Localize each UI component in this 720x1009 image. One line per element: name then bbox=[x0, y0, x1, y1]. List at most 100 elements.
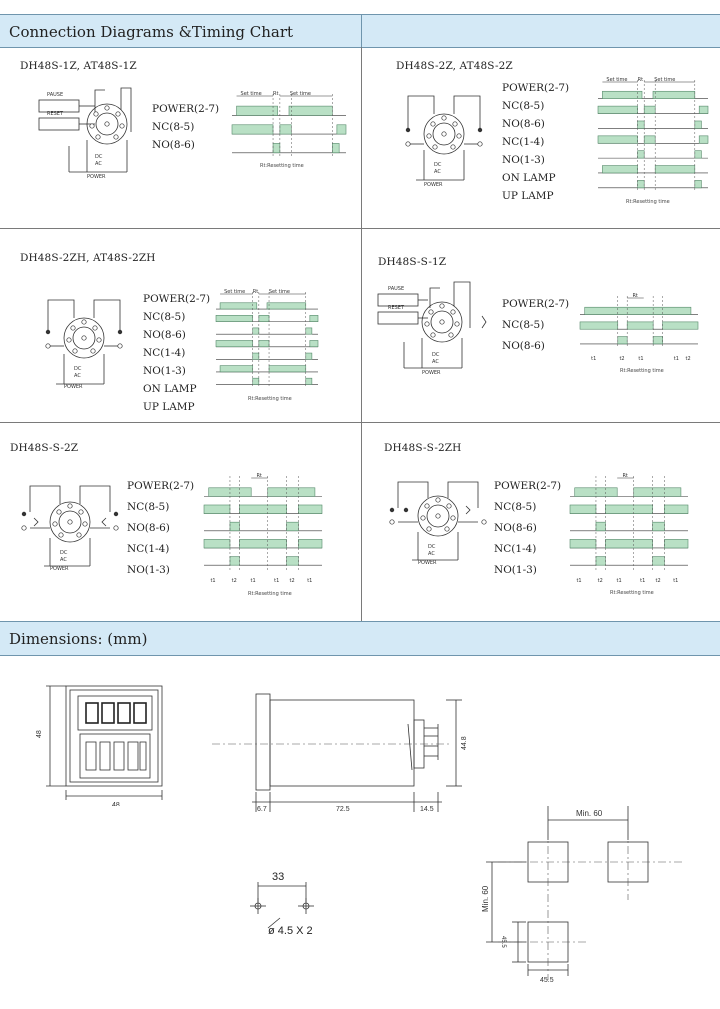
timing-chart: Rt t1 t2 t1 t1 t2 t1 bbox=[569, 473, 689, 584]
rt-label: Rt bbox=[632, 293, 637, 299]
timing-pulse bbox=[579, 321, 619, 330]
timing-pulse bbox=[336, 124, 347, 135]
cutout-width-label: 45.5 bbox=[540, 977, 554, 984]
timing-pulse bbox=[584, 306, 692, 315]
pin-list: POWER(2-7) NC(8-5) NO(8-6) NC(1-4) NO(1-… bbox=[494, 476, 561, 581]
set-time-label: Set time bbox=[654, 77, 675, 83]
side-socket-label: 14.5 bbox=[420, 806, 434, 813]
timing-pulse bbox=[664, 504, 689, 514]
timing-pulse bbox=[637, 120, 645, 129]
ac-label: AC bbox=[74, 373, 81, 379]
side-height-label: 44.8 bbox=[461, 736, 468, 750]
ac-label: AC bbox=[60, 557, 67, 563]
timing-pulse bbox=[597, 105, 638, 114]
rt-label: Rt bbox=[622, 473, 627, 479]
pin-list: POWER(2-7) NC(8-5) NO(8-6) NC(1-4) NO(1-… bbox=[502, 79, 569, 205]
timing-pulse bbox=[637, 180, 645, 189]
timing-pulse bbox=[602, 90, 643, 99]
reset-label: RESET bbox=[388, 305, 405, 311]
panel-min-y-label: Min. 60 bbox=[481, 885, 490, 912]
timing-pulse bbox=[239, 504, 287, 514]
timing-pulse bbox=[694, 150, 702, 159]
power-label: POWER bbox=[422, 370, 441, 376]
power-label: POWER bbox=[418, 560, 437, 566]
interval-label: t2 bbox=[598, 578, 603, 584]
mount-spacing-label: 33 bbox=[272, 871, 284, 883]
timing-pulse bbox=[252, 377, 260, 385]
dc-label: DC bbox=[74, 366, 82, 372]
timing-pulse bbox=[229, 556, 240, 566]
pin-label: NC(1-4) bbox=[127, 543, 170, 555]
wiring-diagram: PAUSE RESET DC AC POWER bbox=[38, 87, 132, 180]
timing-pulse bbox=[258, 340, 270, 348]
timing-pulse bbox=[219, 365, 254, 373]
interval-label: t2 bbox=[656, 578, 661, 584]
interval-label: t2 bbox=[686, 356, 691, 362]
pin-label: POWER(2-7) bbox=[494, 480, 562, 492]
set-time-label: Set time bbox=[290, 91, 311, 97]
power-label: POWER bbox=[87, 174, 106, 180]
ac-label: AC bbox=[432, 359, 439, 365]
pin-list: POWER(2-7) NC(8-5) NO(8-6) bbox=[152, 100, 219, 154]
timing-pulse bbox=[633, 487, 682, 497]
timing-pulse bbox=[643, 135, 656, 144]
mounting-holes-drawing: 33 ø 4.5 X 2 bbox=[250, 871, 314, 937]
resetting-note: Rt:Resetting time bbox=[248, 396, 292, 402]
timing-pulse bbox=[698, 105, 709, 114]
dc-label: DC bbox=[60, 550, 68, 556]
timing-pulse bbox=[305, 327, 313, 335]
resetting-note: Rt:Resetting time bbox=[620, 368, 664, 374]
interval-label: t1 bbox=[576, 578, 581, 584]
pin-label: POWER(2-7) bbox=[143, 293, 211, 305]
set-time-label: Set time bbox=[241, 91, 262, 97]
timing-pulse bbox=[268, 365, 307, 373]
connection-section-header: Connection Diagrams &Timing Chart bbox=[0, 14, 720, 48]
mount-hole-label: ø 4.5 X 2 bbox=[268, 925, 313, 937]
timing-pulse bbox=[569, 504, 597, 514]
model-name: DH48S-2ZH, AT48S-2ZH bbox=[20, 252, 156, 264]
interval-label: t1 bbox=[617, 578, 622, 584]
pin-label: NO(8-6) bbox=[127, 522, 170, 534]
timing-pulse bbox=[595, 556, 606, 566]
power-label: POWER bbox=[64, 384, 83, 390]
model-name: DH48S-S-1Z bbox=[378, 256, 447, 268]
pin-label: POWER(2-7) bbox=[127, 480, 195, 492]
pin-label: NO(1-3) bbox=[127, 564, 170, 576]
side-view-drawing: 6.7 72.5 14.5 44.8 bbox=[212, 693, 468, 813]
interval-label: t1 bbox=[640, 578, 645, 584]
timing-pulse bbox=[332, 143, 340, 154]
dc-label: DC bbox=[432, 352, 440, 358]
panel-cutout-drawing: Min. 60 Min. 60 45.5 45.5 bbox=[481, 806, 684, 984]
timing-pulse bbox=[602, 165, 638, 174]
resetting-note: Rt:Resetting time bbox=[260, 163, 304, 169]
pin-label: POWER(2-7) bbox=[502, 298, 570, 310]
model-name: DH48S-1Z, AT48S-1Z bbox=[20, 60, 137, 72]
wiring-diagram: DC AC POWER bbox=[405, 95, 483, 188]
power-label: POWER bbox=[50, 566, 69, 572]
pin-label: NC(1-4) bbox=[494, 543, 537, 555]
timing-pulse bbox=[272, 143, 281, 154]
pin-label: NC(8-5) bbox=[152, 121, 195, 133]
timing-pulse bbox=[219, 302, 258, 310]
timing-pulse bbox=[309, 315, 319, 322]
pin-label: NO(8-6) bbox=[502, 118, 545, 130]
pin-label: NO(8-6) bbox=[494, 522, 537, 534]
timing-pulse bbox=[288, 105, 333, 116]
timing-pulse bbox=[662, 321, 699, 330]
timing-pulse bbox=[664, 539, 689, 549]
timing-pulse bbox=[652, 90, 696, 99]
ac-label: AC bbox=[434, 169, 441, 175]
resetting-note: Rt:Resetting time bbox=[610, 590, 654, 596]
timing-pulse bbox=[286, 556, 299, 566]
resetting-note: Rt:Resetting time bbox=[248, 591, 292, 597]
interval-label: t1 bbox=[673, 578, 678, 584]
model-name: DH48S-S-2Z bbox=[10, 442, 79, 454]
dimensions-section-header: Dimensions: (mm) bbox=[0, 621, 720, 656]
wiring-diagram: DC AC POWER bbox=[21, 485, 119, 572]
side-body-label: 72.5 bbox=[336, 806, 350, 813]
timing-pulse bbox=[305, 377, 313, 385]
